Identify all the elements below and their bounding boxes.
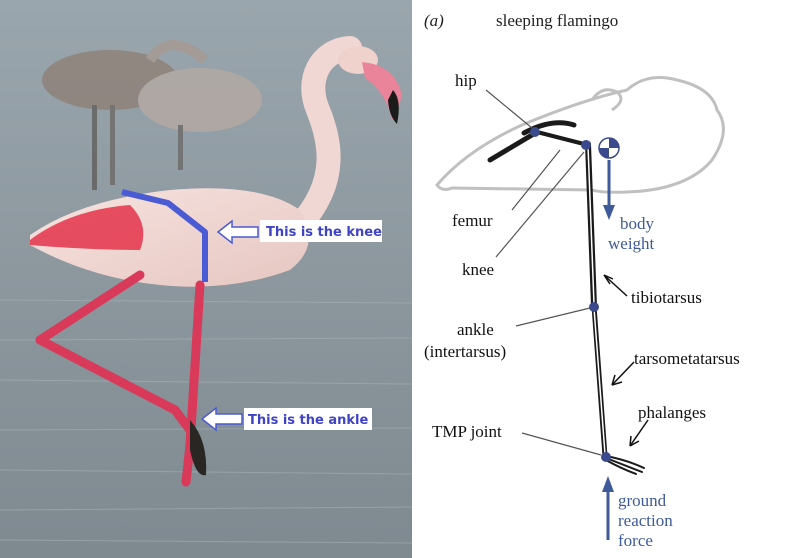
hip-label: hip: [455, 71, 477, 90]
ankle-callout-box: [244, 408, 372, 430]
ankle-leader: [515, 307, 591, 327]
tarsometatarsus-pointer-icon: [611, 361, 635, 386]
tarsometatarsus-label: tarsometatarsus: [634, 349, 740, 368]
phalanges-pointer-icon: [629, 419, 649, 447]
knee-arrow-icon: [216, 219, 259, 245]
knee-leader: [495, 151, 585, 258]
tibiotarsus-label: tibiotarsus: [631, 288, 702, 307]
panel-label: (a): [424, 11, 444, 30]
knee-joint-icon: [581, 140, 591, 150]
body-outline: [435, 76, 725, 194]
hip-leader: [485, 89, 533, 129]
knee-label: knee: [462, 260, 494, 279]
body-weight-label-1: body: [620, 214, 655, 233]
hip-joint-icon: [530, 127, 540, 137]
pelvis-bone: [521, 120, 577, 136]
tmp-leader: [521, 432, 602, 456]
tibiotarsus-pointer-icon: [603, 274, 628, 297]
grf-label-3: force: [618, 531, 653, 550]
femur-bone-icon: [487, 129, 540, 163]
beak-tip: [388, 90, 399, 124]
femur-marker-line: [121, 189, 208, 282]
tmp-joint-label: TMP joint: [432, 422, 502, 441]
ankle-joint-icon: [589, 302, 599, 312]
grf-label-1: ground: [618, 491, 667, 510]
water-ripples: [0, 299, 412, 544]
diagram-title: sleeping flamingo: [496, 11, 618, 30]
grf-label-2: reaction: [618, 511, 673, 530]
flamingo-photo: This is the knee This is the ankle: [0, 0, 412, 558]
femur-label: femur: [452, 211, 493, 230]
leader-lines: [485, 89, 602, 456]
center-of-mass-icon: [598, 137, 620, 159]
background-flamingos: [42, 40, 262, 190]
head-outline: [590, 88, 623, 112]
knee-callout-label: This is the knee: [266, 225, 382, 240]
pointer-arrows: [603, 274, 649, 447]
flamingo-wing: [30, 205, 144, 250]
flamingo-neck: [288, 36, 362, 237]
phalanges-label: phalanges: [638, 403, 706, 422]
folded-foot: [190, 420, 207, 476]
intertarsus-label: (intertarsus): [424, 342, 506, 361]
ankle-label: ankle: [457, 320, 494, 339]
femur-leader: [511, 149, 561, 211]
folded-leg: [35, 270, 195, 435]
knee-callout-box: [260, 220, 382, 242]
femur-link: [535, 130, 586, 146]
bone-highlights: [587, 145, 606, 455]
body-weight-label-2: weight: [608, 234, 655, 253]
tmp-joint-icon: [601, 452, 611, 462]
ankle-callout-label: This is the ankle: [248, 413, 369, 428]
skeleton-diagram: (a) sleeping flamingo: [412, 0, 785, 558]
ankle-arrow-icon: [200, 406, 243, 432]
joints: [530, 127, 611, 462]
